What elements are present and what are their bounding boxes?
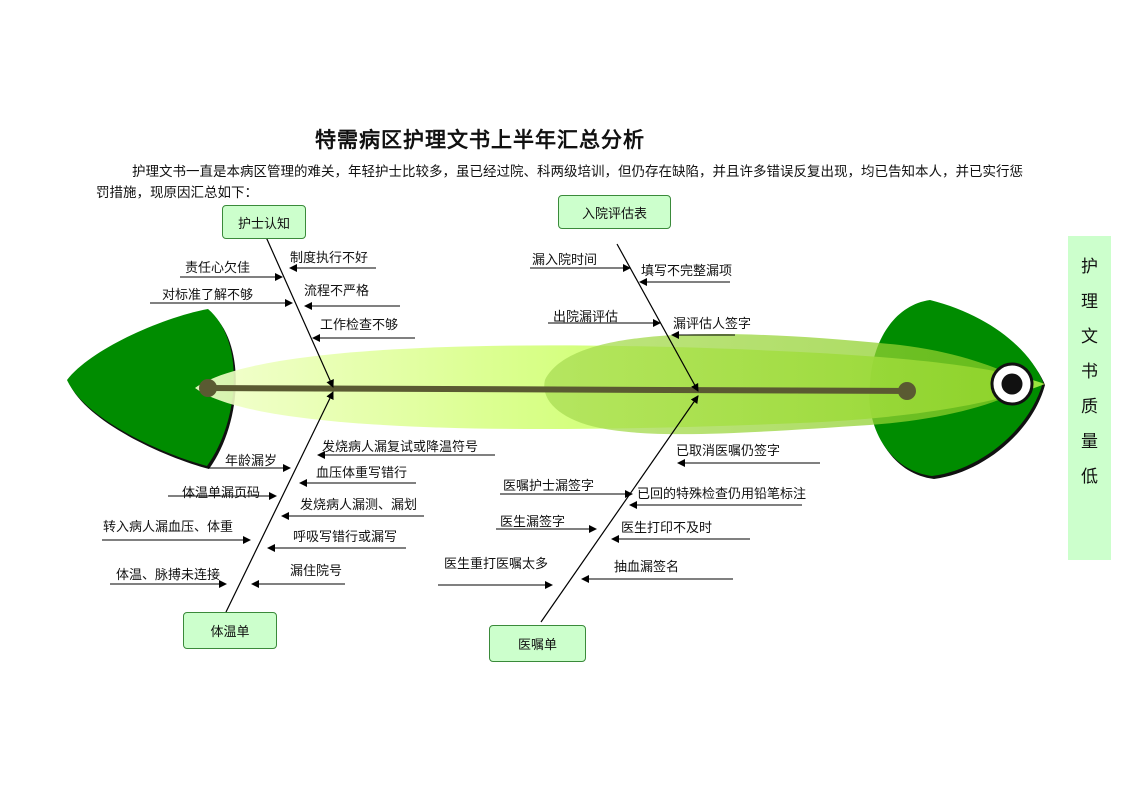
category-box-admission-form: 入院评估表: [558, 195, 671, 229]
cause-label: 已回的特殊检查仍用铅笔标注: [637, 487, 807, 502]
cause-label: 对标准了解不够: [162, 288, 254, 303]
cause-label: 填写不完整漏项: [641, 264, 733, 279]
effect-char: 护: [1081, 257, 1098, 277]
cause-label: 制度执行不好: [290, 251, 369, 266]
bone-temperature-sheet: [225, 391, 334, 613]
cause-label: 医生重打医嘱太多: [444, 557, 549, 572]
bone-doctor-orders: [540, 395, 699, 623]
cause-label: 体温单漏页码: [182, 486, 261, 501]
effect-char: 文: [1081, 327, 1098, 347]
cause-label: 责任心欠佳: [185, 261, 251, 276]
category-box-nurse-awareness: 护士认知: [222, 205, 306, 239]
cause-label: 转入病人漏血压、体重: [103, 520, 234, 535]
page-title: 特需病区护理文书上半年汇总分析: [315, 128, 645, 152]
effect-char: 量: [1081, 432, 1098, 452]
cause-arrows: [102, 264, 820, 589]
effect-char: 理: [1081, 292, 1098, 312]
category-box-temperature-sheet: 体温单: [183, 612, 277, 649]
bone-nurse-awareness: [261, 227, 334, 388]
cause-label: 出院漏评估: [553, 310, 619, 325]
cause-label: 体温、脉搏未连接: [116, 568, 221, 583]
spine: [207, 385, 908, 394]
cause-label: 流程不严格: [304, 284, 370, 299]
cause-label: 医生漏签字: [500, 515, 566, 530]
cause-label: 发烧病人漏测、漏划: [300, 498, 418, 513]
cause-label: 漏入院时间: [532, 253, 598, 268]
effect-char: 低: [1081, 467, 1098, 487]
cause-label: 抽血漏签名: [614, 560, 680, 575]
cause-label: 呼吸写错行或漏写: [293, 530, 398, 545]
fish-body-inner: [544, 334, 1030, 435]
effect-char: 质: [1081, 397, 1098, 417]
cause-label: 发烧病人漏复试或降温符号: [322, 440, 479, 455]
tail-fin-shape: [67, 309, 234, 466]
category-box-doctor-orders: 医嘱单: [489, 625, 586, 662]
cause-label: 漏评估人签字: [673, 317, 752, 332]
cause-label: 医生打印不及时: [621, 521, 713, 536]
cause-label: 工作检查不够: [320, 318, 399, 333]
cause-label: 血压体重写错行: [316, 466, 408, 481]
cause-label: 年龄漏岁: [225, 454, 278, 469]
cause-label: 已取消医嘱仍签字: [676, 444, 781, 459]
cause-label: 漏住院号: [290, 564, 343, 579]
intro-paragraph: 护理文书一直是本病区管理的难关，年轻护士比较多，虽已经过院、科两级培训，但仍存在…: [96, 164, 1023, 201]
cause-label: 医嘱护士漏签字: [503, 479, 595, 494]
effect-char: 书: [1081, 362, 1098, 382]
effect-box: 护 理 文 书 质 量 低: [1068, 236, 1111, 560]
